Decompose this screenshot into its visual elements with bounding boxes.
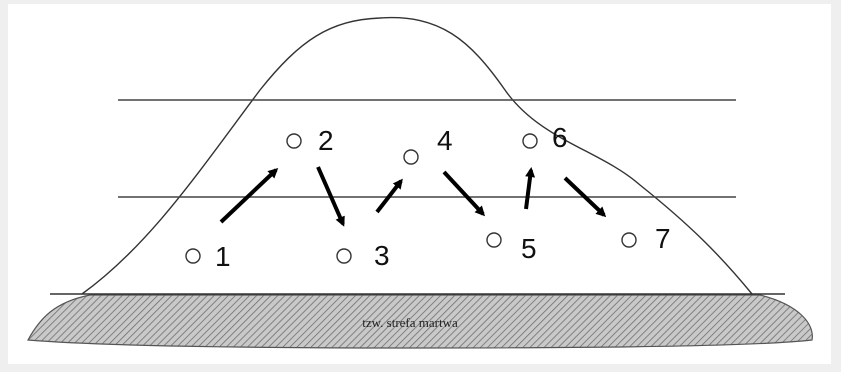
- point-2-circle: [286, 133, 302, 149]
- point-6-circle: [522, 133, 538, 149]
- point-4-circle: [403, 149, 419, 165]
- point-7-label: 7: [655, 223, 671, 254]
- arrow-4-to-5: [442, 170, 486, 217]
- point-2-label: 2: [318, 125, 334, 156]
- arrow-5-to-6: [524, 167, 536, 210]
- arrow-6-to-7: [563, 176, 607, 218]
- arrow-3-to-4: [375, 178, 403, 214]
- point-3-circle: [336, 248, 352, 264]
- arrow-2-to-3: [316, 166, 345, 227]
- point-4-label: 4: [437, 125, 453, 156]
- dead-zone-label: tzw. strefa martwa: [362, 315, 458, 330]
- point-5-circle: [486, 232, 502, 248]
- point-1-label: 1: [215, 241, 231, 272]
- dead-zone-base: [27, 294, 813, 349]
- mound-outline: [81, 16, 753, 295]
- point-5-label: 5: [521, 233, 537, 264]
- point-6-label: 6: [552, 122, 568, 153]
- arrow-1-to-2: [219, 167, 279, 224]
- point-1-circle: [185, 248, 201, 264]
- point-3-label: 3: [374, 240, 390, 271]
- point-7-circle: [621, 232, 637, 248]
